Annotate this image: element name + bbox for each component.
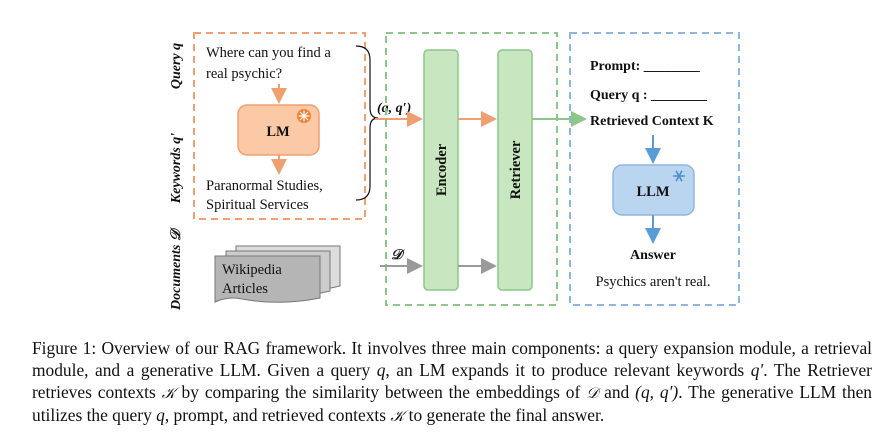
encoder-block [423,49,459,291]
retriever-label: Retriever [508,140,524,199]
wikipedia-text-line-1: Wikipedia [222,262,282,278]
query-q-label: Query q : ________ [590,88,708,103]
d-label: 𝒟 [391,248,405,263]
caption-text: to generate the final answer. [404,405,605,425]
answer-text: Psychics aren't real. [596,274,711,290]
caption-math-k: 𝒦 [390,407,405,425]
caption-math-k: 𝒦 [161,384,176,402]
retrieved-context-label: Retrieved Context K [590,114,714,129]
caption-text: by comparing the similarity between the … [175,382,587,402]
caption-text: . The generative LLM then utilizes the q… [32,382,873,425]
caption-math-qq: (q, q′) [635,382,679,402]
caption-text: , an LM expands it to produce relevant k… [385,360,751,380]
query-text-line-1: Where can you find a [206,45,331,61]
keywords-text-line-1: Paranormal Studies, [206,178,323,194]
keywords-text-line-2: Spiritual Services [206,197,309,213]
snowflake-icon [673,170,685,182]
caption-text: Figure 1: Overview of our RAG framework.… [32,338,872,380]
prompt-label: Prompt: ________ [590,59,701,74]
caption-math-d: 𝒟 [586,384,599,402]
caption-math-q-prime: q′ [750,360,764,380]
lm-label: LM [266,124,290,140]
caption-text: . The Retriever retrieves contexts [32,360,872,402]
caption-text: and [598,382,636,402]
side-label-documents: Documents 𝒟 [169,227,184,311]
answer-label: Answer [630,248,676,263]
side-label-keywords: Keywords q' [169,133,184,205]
query-expansion-box [193,32,366,220]
caption-text: , prompt, and retrieved contexts [164,405,391,425]
caption-math-q: q [156,405,165,425]
retriever-block [497,49,533,291]
query-keywords-brace [355,45,379,201]
retrieval-module-box [385,32,558,306]
llm-label: LLM [636,184,669,200]
flame-icon [297,109,311,123]
rag-framework-diagram: Query q Keywords q' Documents 𝒟 Where ca… [169,32,740,311]
figure-caption: Figure 1: Overview of our RAG framework.… [32,337,872,427]
encoder-label: Encoder [434,143,450,196]
side-label-query: Query q [169,43,184,89]
query-text-line-2: real psychic? [206,66,282,82]
qq-label: (q, q′) [377,101,411,116]
wikipedia-text-line-2: Articles [222,281,268,297]
wikipedia-document-stack [214,245,341,303]
caption-math-q: q [376,360,386,380]
generation-module-box [569,32,740,306]
